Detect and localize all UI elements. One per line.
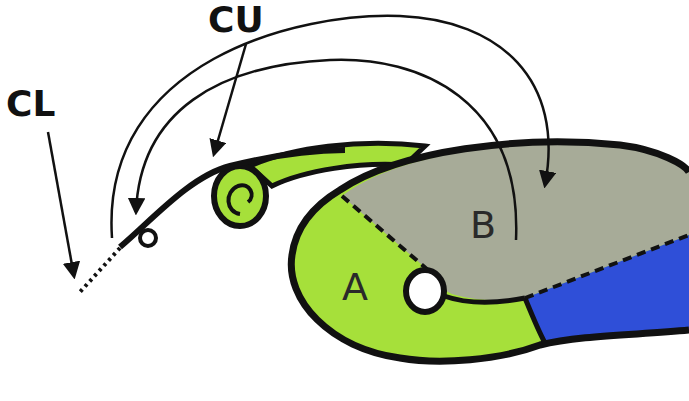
body-outline [291,142,689,361]
small-curl [214,166,266,226]
curl-spiral [228,185,251,214]
tail-curl [140,230,156,246]
dashed-boundary [342,196,428,270]
region-label: A [342,268,368,306]
dashed-boundary [525,235,689,298]
blue-region [525,235,689,343]
central-hole [406,270,444,312]
region-a [291,142,689,361]
tail [120,150,345,247]
projection-arc [111,16,548,238]
tail-end [80,248,120,292]
leader-arrow [48,132,74,276]
leader-arrow [214,44,246,154]
region-label: CU [208,2,264,38]
inner-outline [525,298,545,343]
projection-arc [136,60,516,240]
region-label: CL [6,86,55,122]
region-label: B [470,206,496,244]
spiral-line [444,296,525,302]
